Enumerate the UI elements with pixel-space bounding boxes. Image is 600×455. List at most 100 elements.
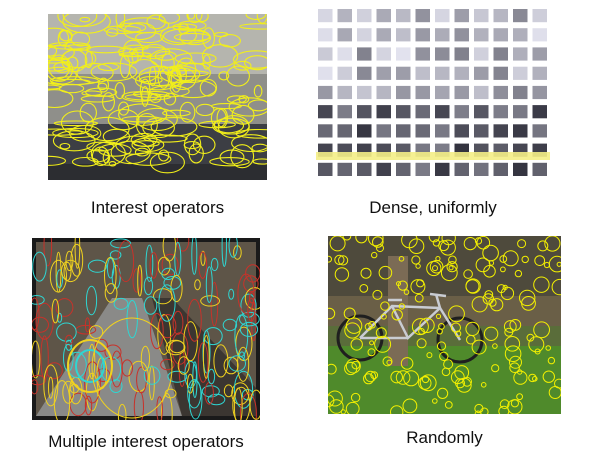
random-sample-circle (488, 298, 497, 307)
random-sample-circle (328, 307, 336, 320)
grid-patch (337, 124, 352, 138)
random-sample-circle (509, 355, 522, 369)
random-sample-circle (416, 279, 425, 288)
grid-patch (415, 47, 430, 61)
grid-patch (493, 105, 508, 119)
interest-point-ellipse (156, 396, 163, 420)
interest-point-ellipse (106, 257, 115, 279)
interest-point-ellipse (191, 238, 198, 275)
random-sample-circle (542, 370, 556, 383)
interest-point-ellipse (210, 103, 242, 110)
random-sample-circle (504, 345, 522, 362)
random-sample-circle (403, 289, 410, 295)
interest-point-ellipse (52, 127, 99, 139)
random-sample-circle (411, 255, 421, 265)
random-sample-circle (446, 261, 458, 273)
interest-point-ellipse (140, 345, 151, 372)
interest-point-ellipse (243, 275, 259, 293)
grid-patch (396, 162, 411, 176)
random-sample-circle (435, 313, 442, 320)
grid-patch (396, 124, 411, 138)
random-sample-circle (378, 265, 393, 280)
grid-patch (454, 9, 469, 23)
interest-point-ellipse (61, 48, 97, 69)
interest-point-ellipse (145, 244, 154, 282)
interest-point-ellipse (55, 298, 74, 317)
interest-point-ellipse (88, 343, 96, 380)
interest-point-ellipse (202, 27, 215, 49)
interest-point-ellipse (49, 259, 67, 293)
random-sample-circle (491, 364, 500, 373)
random-sample-circle (514, 269, 523, 278)
grid-patch (435, 9, 450, 23)
interest-point-ellipse (179, 101, 196, 123)
random-sample-circle (372, 236, 384, 248)
large-interest-ellipse (75, 349, 105, 383)
random-sampling-image (328, 236, 561, 414)
random-sample-circle (375, 327, 387, 339)
grid-patch (376, 9, 391, 23)
random-sample-circle (474, 403, 484, 414)
interest-point-ellipse (244, 55, 267, 71)
grid-patch (318, 105, 333, 119)
multiple-interest-operators-image (32, 238, 260, 420)
interest-point-ellipse (158, 14, 181, 24)
interest-point-ellipse (199, 78, 218, 97)
random-sample-circle (426, 352, 433, 359)
random-sample-circle (454, 330, 462, 337)
interest-point-ellipse (32, 340, 41, 379)
random-sample-circle (517, 239, 527, 249)
interest-point-ellipse (221, 238, 227, 267)
interest-point-ellipse (186, 373, 194, 394)
random-sample-circle (416, 338, 427, 349)
grid-patch (532, 9, 547, 23)
grid-patch (493, 85, 508, 100)
grid-patch (532, 85, 547, 100)
interest-point-ellipse (239, 23, 267, 30)
interest-point-ellipse (203, 327, 223, 346)
random-sample-circle (334, 254, 345, 265)
interest-point-ellipse (62, 14, 111, 34)
random-sample-circle (419, 317, 435, 334)
interest-point-ellipse (48, 155, 67, 166)
interest-point-ellipse (160, 358, 175, 371)
grid-patch (376, 105, 391, 119)
interest-point-ellipse (57, 312, 63, 323)
caption-interest-operators: Interest operators (90, 198, 225, 217)
interest-point-ellipse (79, 16, 91, 23)
interest-point-ellipse (85, 285, 98, 316)
random-sample-circle (397, 280, 408, 291)
interest-point-ellipse (51, 298, 60, 324)
random-sample-circle (411, 318, 429, 336)
random-sample-circle (400, 357, 414, 370)
grid-patch (318, 9, 333, 23)
interest-point-ellipse (169, 67, 197, 90)
grid-patch (474, 66, 489, 80)
interest-operators-image (48, 14, 267, 180)
random-sample-circle (342, 236, 352, 241)
interest-point-ellipse (104, 344, 122, 360)
random-sample-circle (548, 255, 561, 273)
interest-point-ellipse (48, 376, 54, 399)
interest-point-ellipse (186, 14, 203, 24)
interest-point-ellipse (198, 120, 236, 129)
interest-point-ellipse (245, 14, 267, 20)
interest-point-ellipse (228, 288, 235, 300)
interest-point-ellipse (158, 149, 170, 162)
interest-point-ellipse (48, 84, 62, 90)
interest-point-ellipse (135, 31, 164, 44)
grid-patch (532, 162, 547, 176)
interest-point-ellipse (138, 76, 163, 85)
random-sample-circle (350, 392, 361, 403)
interest-point-ellipse (201, 44, 239, 68)
random-sample-circle (443, 359, 454, 370)
grid-patch (415, 85, 430, 100)
interest-point-ellipse (84, 317, 91, 333)
interest-point-ellipse (202, 335, 210, 379)
grid-patch (357, 28, 372, 42)
random-sample-circle (390, 370, 403, 384)
interest-point-ellipse (228, 355, 246, 372)
grid-patch (415, 105, 430, 119)
interest-point-ellipse (57, 29, 70, 47)
grid-patch (474, 124, 489, 138)
